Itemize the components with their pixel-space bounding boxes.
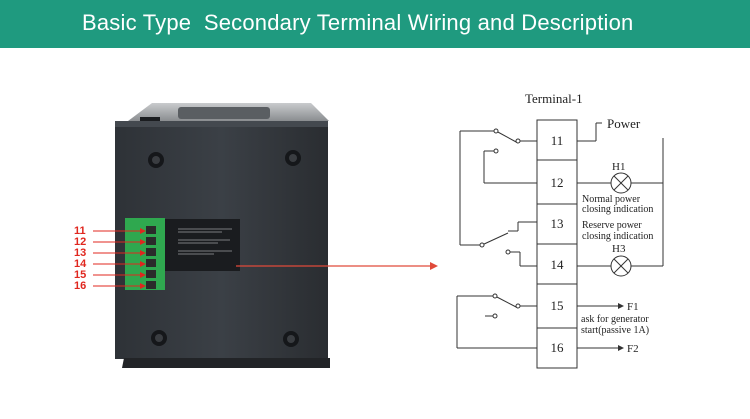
terminal-number: 11 (551, 133, 564, 148)
terminal-number: 14 (551, 257, 565, 272)
terminal-number: 15 (551, 298, 564, 313)
lamp-icon (610, 172, 632, 194)
terminal-label: 13 (74, 247, 87, 259)
header-banner: Basic Type Secondary Terminal Wiring and… (0, 0, 750, 48)
lamp-icon (610, 255, 632, 277)
terminal-block (125, 218, 165, 290)
lamp-label-h3: H3 (612, 243, 626, 255)
terminal-label: 12 (74, 236, 87, 248)
reserve-power-text: Reserve power (582, 220, 642, 231)
terminal-number: 16 (551, 340, 565, 355)
screw-icon (148, 150, 301, 347)
diagram-title: Terminal-1 (525, 91, 583, 106)
power-label: Power (607, 116, 641, 131)
normal-power-text: closing indication (582, 204, 653, 215)
f2-label: F2 (627, 343, 639, 355)
terminal-screw-icon (146, 226, 156, 289)
terminal-label: 14 (74, 258, 87, 270)
terminal-label: 15 (74, 269, 87, 281)
normal-power-text: Normal power (582, 194, 641, 205)
label-leader-lines (93, 230, 140, 287)
terminal-number: 13 (551, 216, 564, 231)
lamp-label-h1: H1 (612, 161, 625, 173)
page-title: Basic Type Secondary Terminal Wiring and… (82, 10, 634, 35)
terminal-number: 12 (551, 175, 564, 190)
reserve-power-text: closing indication (582, 231, 653, 242)
terminal-label: 16 (74, 280, 87, 292)
device-label-panel (160, 219, 240, 271)
f1-label: F1 (627, 301, 639, 313)
generator-text: start(passive 1A) (581, 325, 649, 336)
generator-text: ask for generator (581, 314, 649, 325)
terminal-label: 11 (74, 225, 86, 237)
